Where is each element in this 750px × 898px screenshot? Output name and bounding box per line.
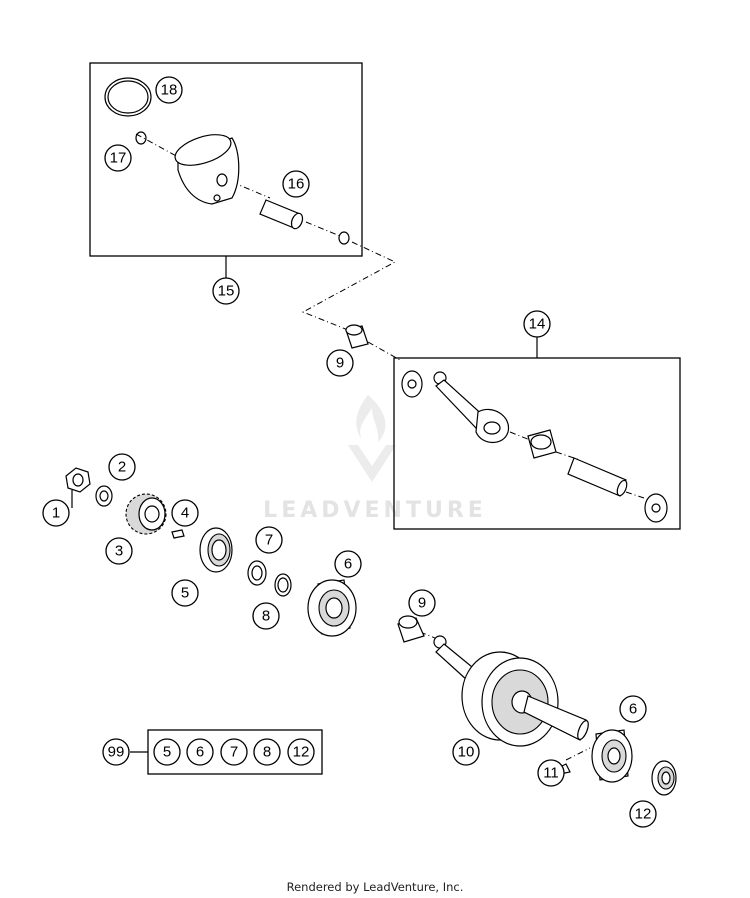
callout-label: 11 [543, 765, 559, 782]
shim-part-7 [247, 560, 267, 586]
callout-14[interactable]: 14 [523, 310, 551, 338]
callout-label: 14 [529, 316, 546, 333]
callout-label: 6 [629, 701, 637, 718]
callout-label: 16 [288, 176, 305, 193]
nut-part [65, 467, 91, 493]
callout-label: 12 [293, 744, 310, 761]
washer-part [95, 485, 113, 507]
callout-9-top[interactable]: 9 [326, 349, 354, 377]
leadventure-watermark: LEADVENTURE [263, 395, 487, 523]
pin-axis-line [135, 133, 181, 159]
shim-part-8 [274, 573, 292, 597]
pin-axis-line-4 [555, 451, 581, 461]
callout-5[interactable]: 5 [171, 579, 199, 607]
needle-bearing-part [345, 324, 369, 349]
callout-label: 8 [262, 608, 270, 625]
crankshaft-part [433, 635, 589, 747]
footer-credit: Rendered by LeadVenture, Inc. [287, 880, 464, 894]
ball-bearing-part-2 [591, 729, 633, 783]
assembly-link-line [301, 241, 397, 331]
kit-item-12[interactable]: 12 [287, 738, 315, 766]
callout-label: 5 [163, 744, 171, 761]
pin-axis-line-5 [625, 491, 651, 501]
callout-6-right[interactable]: 6 [619, 695, 647, 723]
kit-item-6[interactable]: 6 [186, 738, 214, 766]
callout-label: 3 [115, 543, 123, 560]
callout-7[interactable]: 7 [255, 526, 283, 554]
pin-axis-line-3 [305, 221, 341, 237]
callout-2[interactable]: 2 [108, 453, 136, 481]
pin-axis-line-2 [231, 181, 271, 199]
callout-12[interactable]: 12 [629, 800, 657, 828]
callout-label: 2 [118, 459, 126, 476]
kit-item-5[interactable]: 5 [153, 738, 181, 766]
ball-bearing-part [307, 579, 357, 637]
circlip-part-2 [338, 231, 350, 245]
key-part [171, 529, 185, 539]
bearing-axis-line [367, 341, 401, 361]
callout-label: 12 [635, 806, 652, 823]
shaft-seal-part-2 [651, 760, 677, 796]
callout-1[interactable]: 1 [42, 499, 70, 527]
circlip-part [135, 131, 147, 145]
callout-label: 15 [218, 283, 235, 300]
callout-4[interactable]: 4 [171, 499, 199, 527]
callout-label: 9 [336, 355, 344, 372]
callout-label: 7 [230, 744, 238, 761]
piston-pin-part [259, 199, 304, 230]
callout-label: 7 [265, 532, 273, 549]
piston-part [174, 134, 240, 205]
callout-label: 5 [181, 585, 189, 602]
callout-8[interactable]: 8 [252, 602, 280, 630]
piston-ring-part [104, 77, 152, 117]
callout-15[interactable]: 15 [212, 277, 240, 305]
gear-part [125, 493, 167, 535]
callout-17[interactable]: 17 [104, 144, 132, 172]
callout-label: 9 [418, 595, 426, 612]
conrod-kit-parts [401, 370, 668, 523]
callout-9-middle[interactable]: 9 [408, 589, 436, 617]
crank-axis-line-2 [565, 747, 591, 761]
kit-item-8[interactable]: 8 [253, 738, 281, 766]
callout-label: 8 [263, 744, 271, 761]
callout-label: 10 [458, 744, 475, 761]
callout-11[interactable]: 11 [537, 759, 565, 787]
callout-3[interactable]: 3 [105, 537, 133, 565]
callout-6-left[interactable]: 6 [334, 550, 362, 578]
kit-99-legend: 99 5 6 7 8 12 [102, 729, 323, 775]
watermark-text: LEADVENTURE [263, 498, 487, 523]
callout-label: 99 [108, 744, 125, 761]
callout-label: 4 [181, 505, 189, 522]
kit-item-7[interactable]: 7 [220, 738, 248, 766]
callout-16[interactable]: 16 [282, 170, 310, 198]
callout-18[interactable]: 18 [155, 76, 183, 104]
needle-bearing-part-2 [397, 615, 425, 643]
callout-10[interactable]: 10 [452, 738, 480, 766]
shaft-seal-part [199, 527, 233, 573]
callout-label: 17 [110, 150, 127, 167]
kit-99-callout[interactable]: 99 [102, 738, 130, 766]
callout-label: 18 [161, 82, 178, 99]
callout-label: 6 [344, 556, 352, 573]
conrod-axis-line [509, 431, 531, 441]
callout-label: 6 [196, 744, 204, 761]
callout-label: 1 [52, 505, 60, 522]
